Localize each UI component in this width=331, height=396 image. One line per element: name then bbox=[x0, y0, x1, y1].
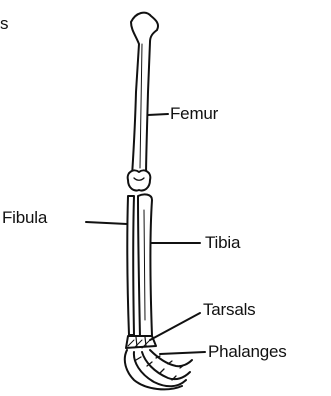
femur-label: Femur bbox=[170, 104, 218, 124]
cropped-text-fragment: s bbox=[0, 14, 8, 34]
femur-bone bbox=[131, 13, 158, 176]
tibia-bone bbox=[138, 194, 152, 338]
fibula-bone bbox=[127, 196, 134, 335]
phalanges-bones bbox=[125, 340, 192, 389]
tarsals-label: Tarsals bbox=[203, 300, 255, 320]
phalanges-leader-line bbox=[160, 352, 205, 354]
tarsals-leader-line bbox=[150, 313, 200, 340]
phalanges-label: Phalanges bbox=[208, 342, 287, 362]
fibula-label: Fibula bbox=[2, 208, 47, 228]
fibula-leader-line bbox=[86, 222, 127, 224]
tarsal-bones bbox=[126, 336, 156, 348]
femur-leader-line bbox=[148, 114, 168, 115]
tibia-label: Tibia bbox=[205, 233, 240, 253]
knee-joint bbox=[128, 170, 151, 190]
